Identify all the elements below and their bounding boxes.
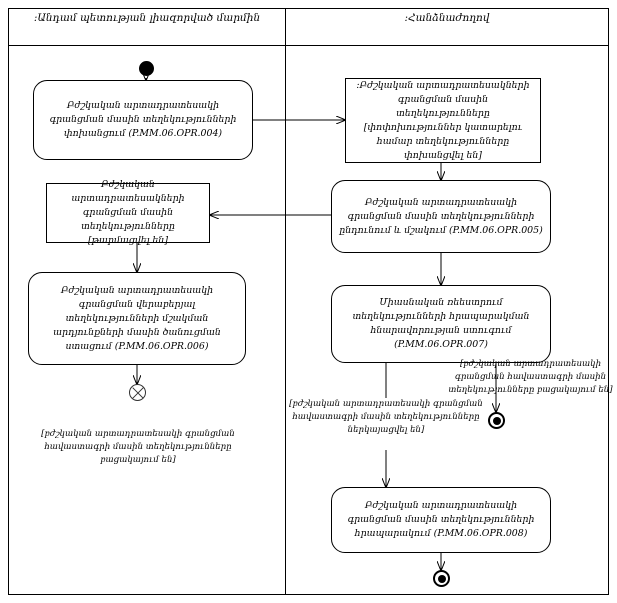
activity-final-node-right	[488, 412, 505, 429]
guard-certificate-info-submitted: [բժշկական արտադրատեսակի գրանցման հավաստա…	[289, 399, 483, 435]
object-node-info-transferred-for-changes[interactable]: :Բժշկական արտադրատեսակների գրանցման մասի…	[345, 78, 541, 163]
swimlane-vertical-divider	[285, 8, 286, 595]
flow-final-node	[129, 384, 146, 401]
activity-transfer-registration-info[interactable]: Բժշկական արտադրատեսակի գրանցման մասին տե…	[33, 80, 253, 160]
note-certificate-info-absent-left: [բժշկական արտադրատեսակի գրանցման հավաստա…	[41, 429, 235, 465]
swimlane-header-divider	[8, 45, 609, 46]
activity-publish-registration-info[interactable]: Բժշկական արտադրատեսակի գրանցման մասին տե…	[331, 487, 551, 553]
swimlane-header-right: :Հանձնաժողով	[404, 12, 490, 24]
guard-certificate-info-absent-right: [բժշկական արտադրատեսակի գրանցման հավաստա…	[448, 359, 613, 395]
initial-node	[139, 61, 154, 76]
activity-receive-and-process-info[interactable]: Բժշկական արտադրատեսակի գրանցման մասին տե…	[331, 180, 551, 253]
activity-check-publication-possibility[interactable]: Միասնական ռեեստրում տեղեկությունների հրա…	[331, 285, 551, 363]
swimlane-frame	[8, 8, 609, 595]
activity-receive-processing-notification[interactable]: Բժշկական արտադրատեսակի գրանցման վերաբերյ…	[28, 272, 246, 365]
swimlane-header-left: :Անդամ պետության լիազորված մարմին	[33, 12, 261, 24]
object-node-registration-info-updated[interactable]: Բժշկական արտադրատեսակների գրանցման մասին…	[46, 179, 210, 246]
activity-final-node-bottom	[433, 570, 450, 587]
